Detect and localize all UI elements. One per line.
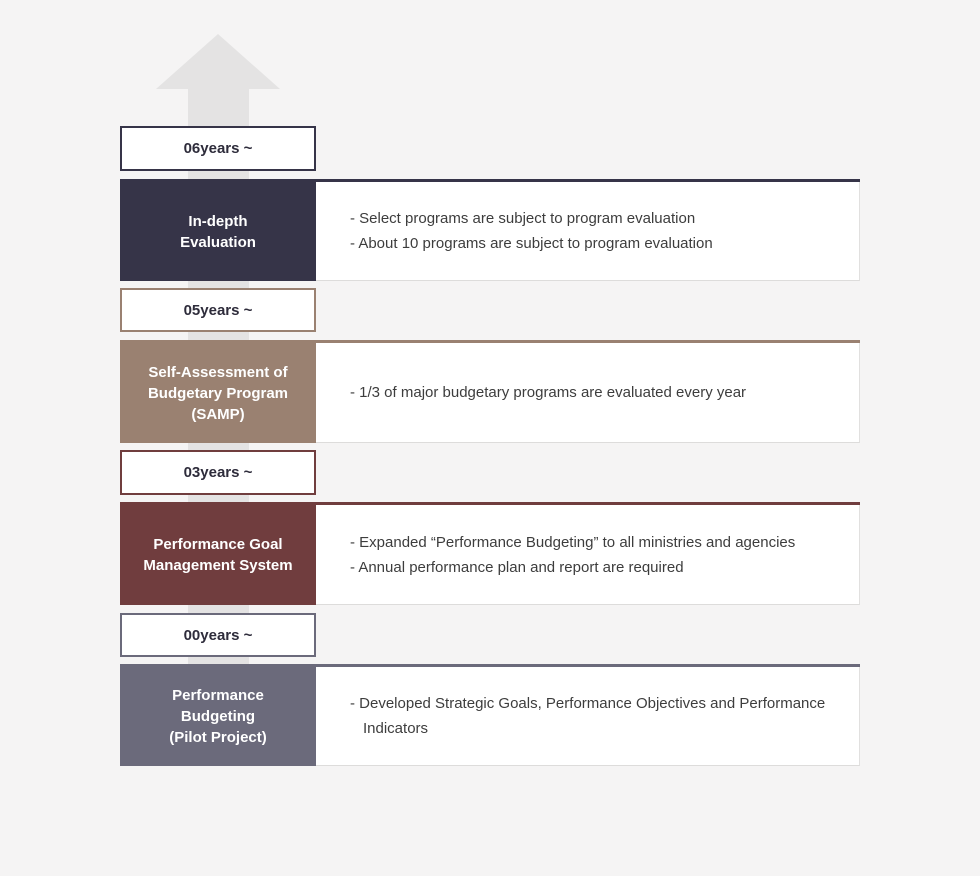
stage-title-box: Self-Assessment of Budgetary Program (SA…	[120, 343, 316, 443]
up-arrow-head-icon	[156, 34, 280, 89]
year-badge-06: 06years ~	[120, 126, 316, 171]
stage-title: Performance Goal Management System	[143, 536, 293, 574]
year-badge-label: 03years ~	[183, 464, 253, 481]
stage-bullets: - Select programs are subject to program…	[316, 182, 860, 281]
stage-title: Performance Budgeting (Pilot Project)	[169, 687, 267, 746]
stage-title-box: Performance Budgeting (Pilot Project)	[120, 667, 316, 766]
stage-title-box: Performance Goal Management System	[120, 505, 316, 605]
year-badge-label: 00years ~	[183, 626, 253, 644]
timeline-stage-samp: Self-Assessment of Budgetary Program (SA…	[120, 340, 860, 443]
stage-title: Self-Assessment of Budgetary Program (SA…	[147, 363, 289, 423]
bullet-item: - Select programs are subject to program…	[350, 210, 696, 227]
bullet-item: - Expanded “Performance Budgeting” to al…	[350, 533, 796, 551]
year-badge-label: 06years ~	[183, 140, 253, 157]
bullet-item: - Developed Strategic Goals, Performance…	[350, 695, 826, 737]
year-badge-05: 05years ~	[120, 288, 316, 332]
stage-bullets: - Expanded “Performance Budgeting” to al…	[316, 505, 860, 605]
stage-title: In-depth Evaluation	[180, 212, 256, 251]
timeline-stage-in-depth-evaluation: In-depth Evaluation - Select programs ar…	[120, 179, 860, 281]
timeline-stage-performance-budgeting-pilot: Performance Budgeting (Pilot Project) - …	[120, 664, 860, 766]
bullet-item: - 1/3 of major budgetary programs are ev…	[350, 384, 747, 401]
year-badge-label: 05years ~	[183, 301, 253, 319]
stage-bullets: - 1/3 of major budgetary programs are ev…	[316, 343, 860, 443]
stage-bullets: - Developed Strategic Goals, Performance…	[316, 667, 860, 766]
bullet-item: - About 10 programs are subject to progr…	[350, 235, 713, 252]
stage-title-box: In-depth Evaluation	[120, 182, 316, 281]
year-badge-03: 03years ~	[120, 450, 316, 495]
timeline-stage-performance-goal-management: Performance Goal Management System - Exp…	[120, 502, 860, 605]
year-badge-00: 00years ~	[120, 613, 316, 657]
bullet-item: - Annual performance plan and report are…	[350, 558, 684, 576]
